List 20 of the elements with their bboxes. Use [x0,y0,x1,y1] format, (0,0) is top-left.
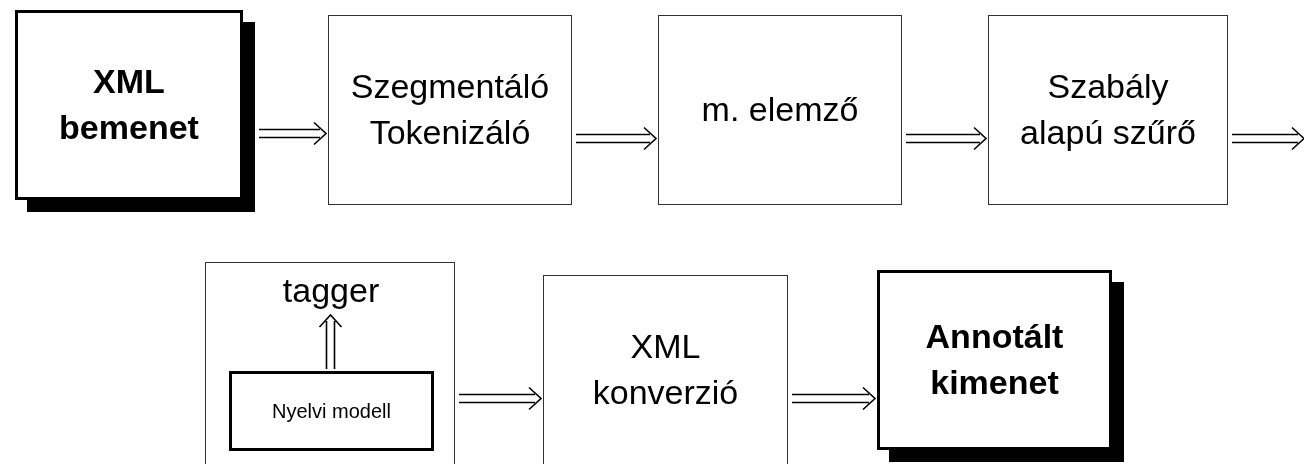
double-arrow [905,126,988,151]
double-arrow [575,126,658,151]
process-box [229,371,434,451]
node-label: XML konverzió [591,326,740,413]
double-arrow [791,386,877,411]
node-label: m. elemző [701,89,859,131]
process-box [205,262,455,464]
process-box [988,15,1228,205]
process-box [658,15,902,205]
double-arrow [1231,126,1304,151]
node-label: Szabály alapú szűrő [1019,66,1197,153]
node-label: tagger [256,267,406,315]
node-label: Szegmentáló Tokenizáló [349,66,551,153]
node-label: Nyelvi modell [272,398,391,424]
node-label: Annotált kimenet [924,316,1065,403]
process-box [328,15,572,205]
process-box [543,275,788,464]
node-label: XML bemenet [58,61,200,148]
double-arrow [318,313,343,370]
double-arrow [458,386,543,411]
